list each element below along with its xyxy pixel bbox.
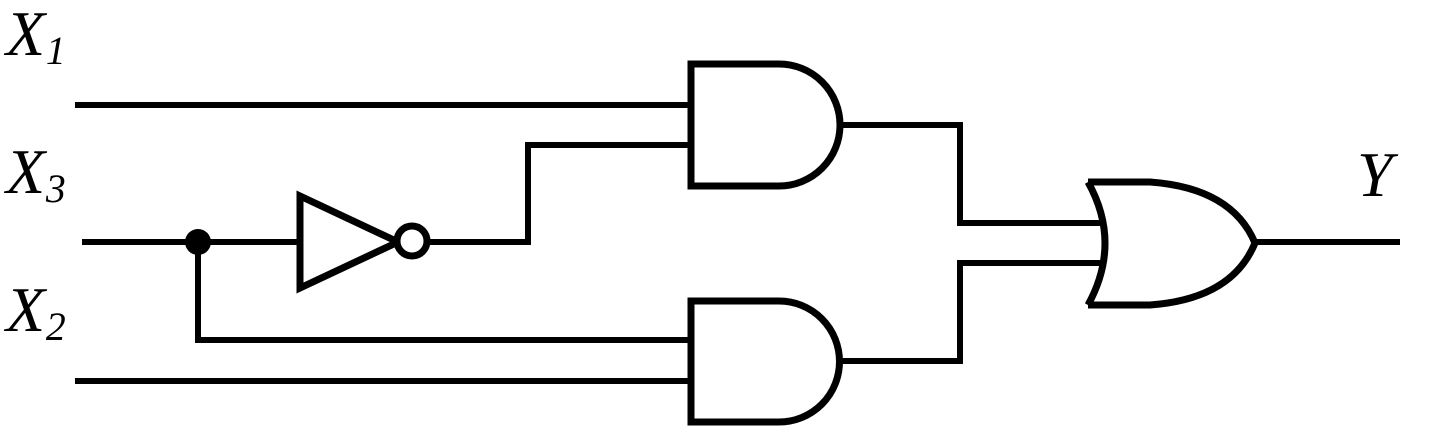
wire-x3-branch-to-and2 bbox=[195, 242, 691, 343]
input-label-x1-subscript: 1 bbox=[45, 28, 66, 73]
or-gate-lower-lobe bbox=[1088, 241, 1259, 309]
and-gate-bottom-body bbox=[687, 297, 843, 426]
input-label-x2: X2 bbox=[6, 278, 66, 347]
or-gate-back-arc bbox=[1084, 180, 1109, 307]
input-label-x2-text: X bbox=[6, 274, 46, 345]
input-label-x2-subscript: 2 bbox=[45, 304, 66, 349]
and-gate-top-body bbox=[687, 60, 844, 190]
wire-not1-to-and1 bbox=[427, 142, 691, 245]
or-gate-upper-lobe bbox=[1088, 178, 1259, 245]
input-label-x3: X3 bbox=[6, 140, 66, 209]
not-gate-bubble-icon bbox=[393, 222, 431, 260]
junction-dot-x3 bbox=[185, 229, 211, 255]
wire-and1-output bbox=[840, 122, 963, 223]
input-label-x3-text: X bbox=[6, 136, 46, 207]
input-label-x1-text: X bbox=[6, 0, 46, 69]
wire-and2-output bbox=[840, 263, 963, 364]
output-label-y: Y bbox=[1357, 139, 1393, 210]
input-label-x3-subscript: 3 bbox=[45, 166, 66, 211]
input-label-x1: X1 bbox=[6, 0, 66, 71]
not-gate-triangle bbox=[296, 190, 407, 294]
